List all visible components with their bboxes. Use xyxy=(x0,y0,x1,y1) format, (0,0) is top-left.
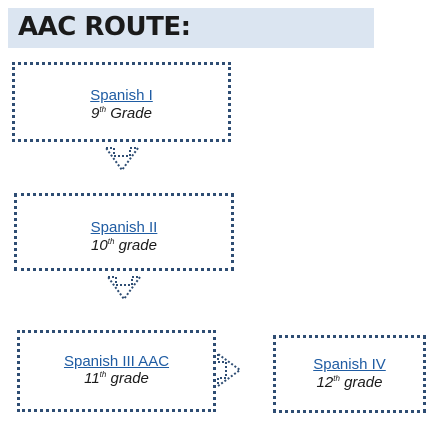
grade-level: 9th Grade xyxy=(91,105,152,122)
course-name[interactable]: Spanish IV xyxy=(313,356,386,373)
course-box-spanish-1: Spanish I 9th Grade xyxy=(12,62,231,142)
grade-level: 10th grade xyxy=(91,237,157,254)
course-name[interactable]: Spanish III AAC xyxy=(63,353,170,370)
title-bar: AAC ROUTE: xyxy=(8,8,374,48)
grade-level: 11th grade xyxy=(84,370,149,387)
course-box-spanish-4: Spanish IV 12th grade xyxy=(273,335,426,413)
page-title: AAC ROUTE: xyxy=(18,12,191,42)
grade-level: 12th grade xyxy=(316,374,383,391)
down-arrow-icon xyxy=(105,147,140,172)
course-name[interactable]: Spanish I xyxy=(90,87,153,104)
course-name[interactable]: Spanish II xyxy=(90,219,158,236)
right-arrow-icon xyxy=(217,353,242,388)
course-box-spanish-3-aac: Spanish III AAC 11th grade xyxy=(17,330,216,412)
course-box-spanish-2: Spanish II 10th grade xyxy=(14,193,234,271)
down-arrow-icon xyxy=(107,276,142,301)
